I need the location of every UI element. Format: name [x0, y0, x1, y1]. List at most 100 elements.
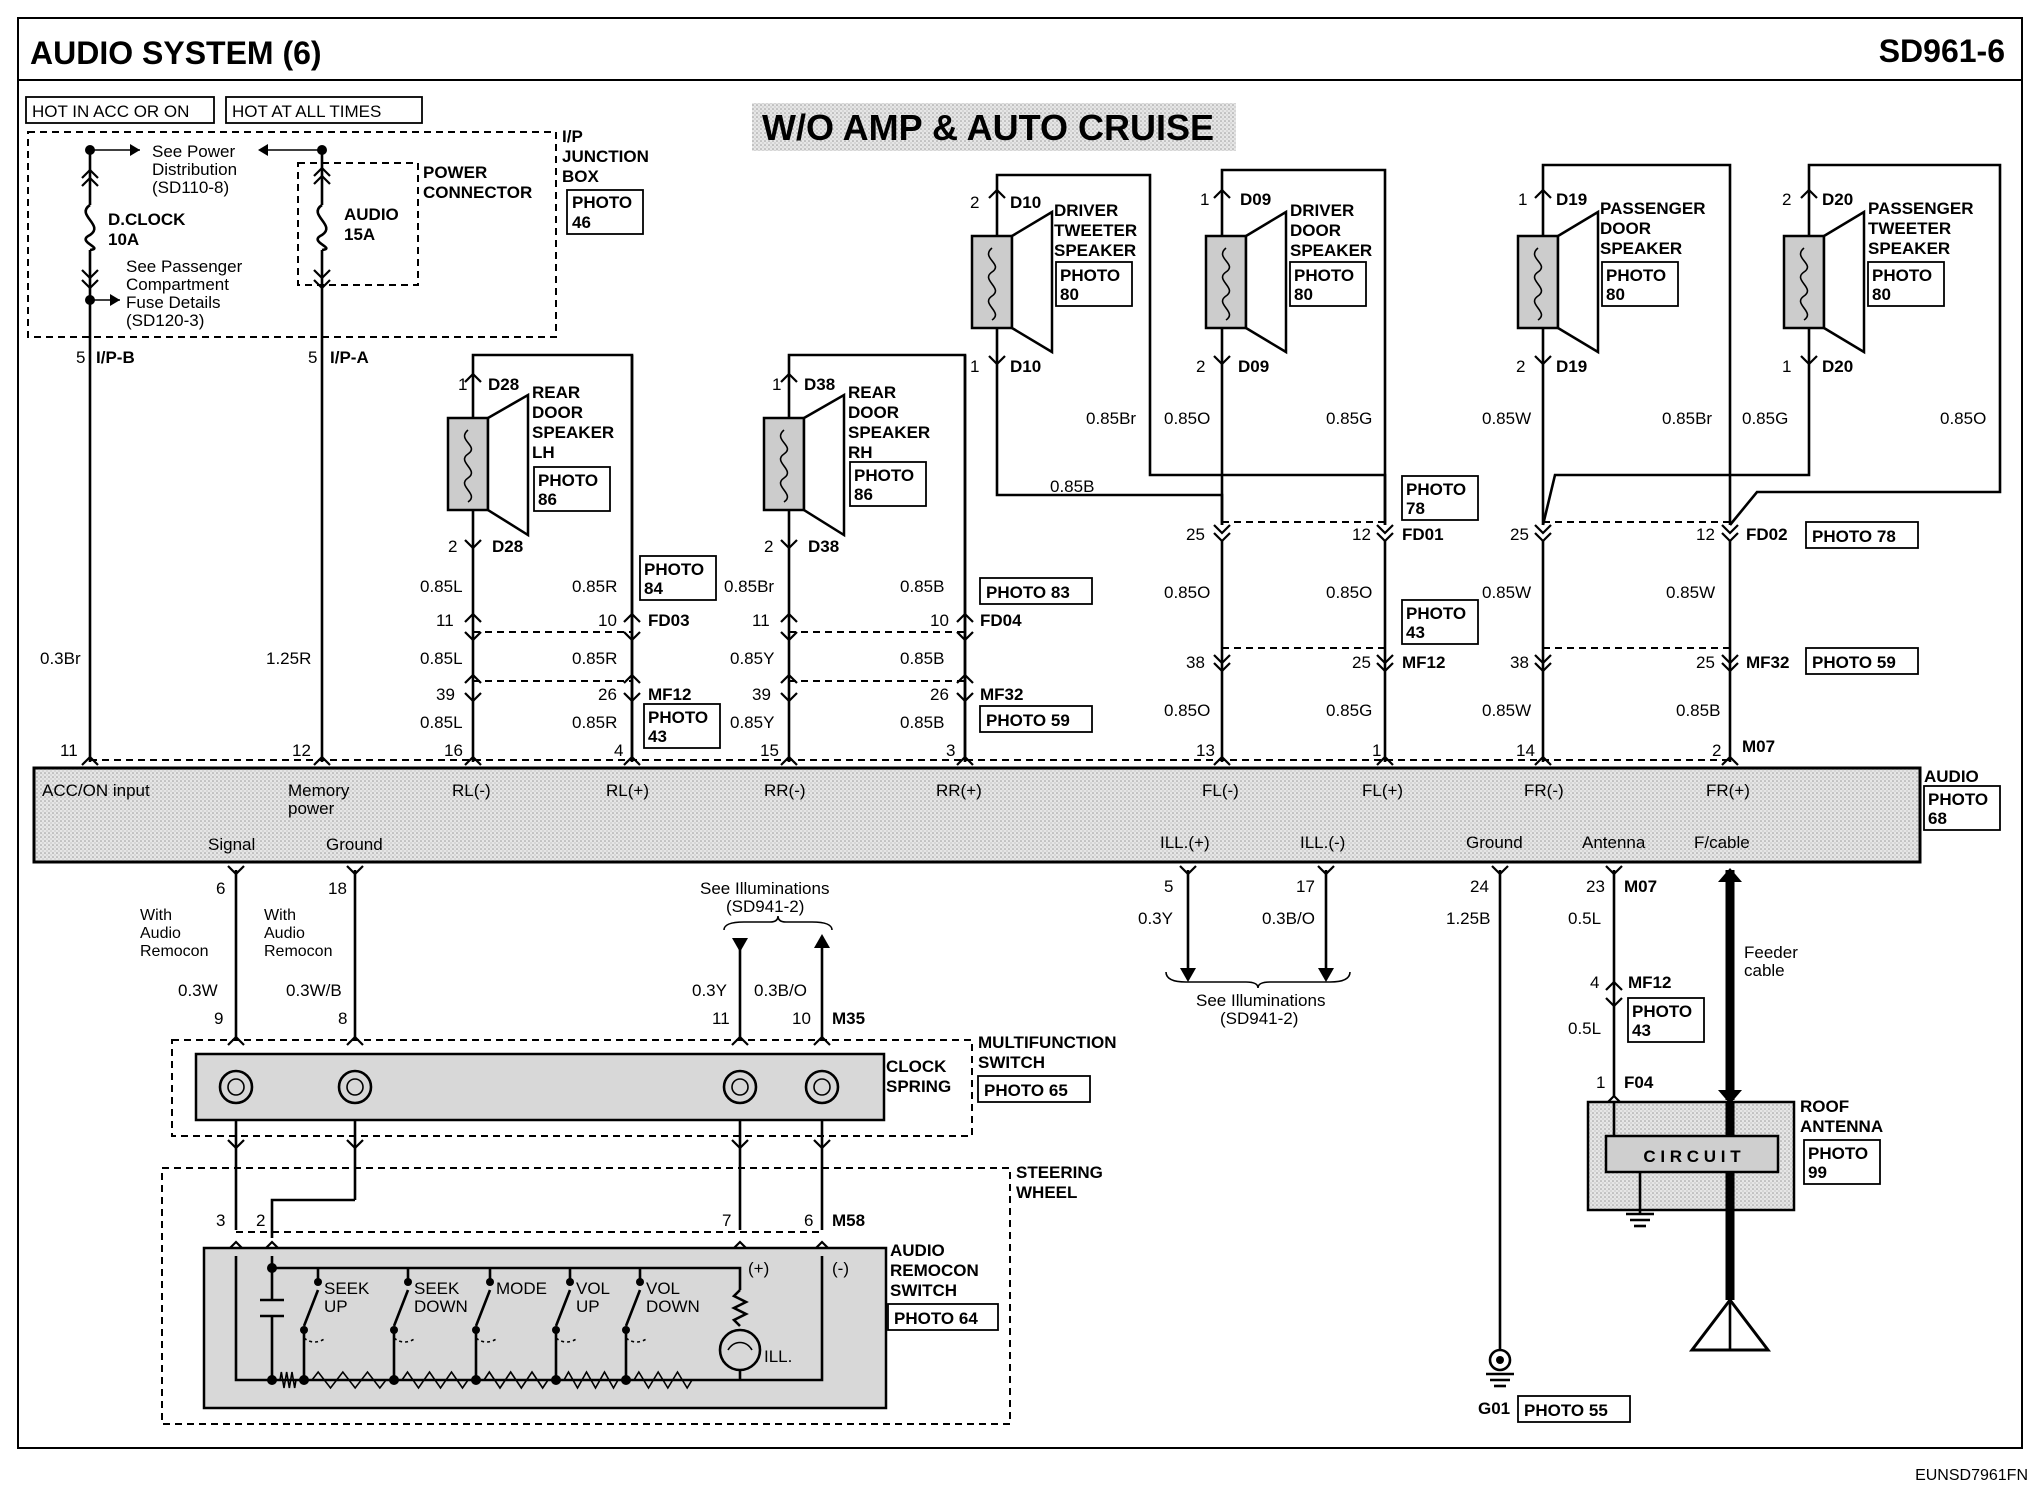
pin-24: 24 [1470, 877, 1489, 896]
pt-name-2: TWEETER [1868, 219, 1951, 238]
steering-wheel [161, 1167, 1011, 1425]
power-connector-label-1: POWER [423, 163, 487, 182]
pin-17: 17 [1296, 877, 1315, 896]
term-rr-minus: RR(-) [764, 781, 806, 800]
pd-pin-top: 1 [1518, 190, 1527, 209]
resistor-icon [279, 1371, 297, 1389]
pin-15: 15 [760, 741, 779, 760]
photo-59a: PHOTO 59 [986, 711, 1070, 730]
remocon-button-label: DOWN [646, 1297, 700, 1316]
fuse-audio-amp: 15A [344, 225, 375, 244]
multifunction-switch [171, 1039, 973, 1137]
remocon-circuit [234, 1256, 824, 1385]
pin-11: 11 [60, 741, 78, 760]
rlh-name-4: LH [532, 443, 555, 462]
pt-conn-top: D20 [1822, 190, 1853, 209]
conn-fd01: FD01 [1402, 525, 1444, 544]
speaker-rear-lh [446, 353, 634, 760]
rlh-photo-num: 86 [538, 490, 557, 509]
remocon-minus: (-) [832, 1259, 849, 1278]
rlh-pin-bot: 2 [448, 537, 457, 556]
pin-23: 23 [1586, 877, 1605, 896]
term-fl-minus: FL(-) [1202, 781, 1239, 800]
junction-title-3: BOX [562, 167, 600, 186]
w-fr-up-1: 0.85W [1482, 409, 1531, 428]
clock-spring-2: SPRING [886, 1077, 951, 1096]
dt-pin-top: 2 [970, 193, 979, 212]
pd-name-1: PASSENGER [1600, 199, 1706, 218]
conn-mf12-front: MF12 [1402, 653, 1445, 672]
w-rl-3: 0.85L [420, 713, 463, 732]
fuse-dclock-label: D.CLOCK [108, 210, 186, 229]
pd-conn-top: D19 [1556, 190, 1587, 209]
photo-59b: PHOTO 59 [1812, 653, 1896, 672]
resistor-icon [311, 1370, 387, 1390]
arrow-up-icon [814, 934, 830, 948]
term-antenna: Antenna [1582, 833, 1646, 852]
speaker-passenger-tweeter [1541, 163, 2002, 526]
conn-f04: F04 [1624, 1073, 1654, 1092]
fuse-dclock-amp: 10A [108, 230, 139, 249]
term-memory: Memory [288, 781, 350, 800]
pt-photo-num: 80 [1872, 285, 1891, 304]
dd-name-2: DOOR [1290, 221, 1341, 240]
clock-spring [194, 1052, 886, 1122]
w-fl-mid-2: 0.85O [1326, 583, 1372, 602]
with-remocon-1c: Remocon [140, 943, 208, 960]
dd-photo-num: 80 [1294, 285, 1313, 304]
pt-conn-bot: D20 [1822, 357, 1853, 376]
term-signal: Signal [208, 835, 255, 854]
remocon-title-1: AUDIO [890, 1241, 945, 1260]
w-fl-up-3: 0.85G [1326, 409, 1372, 428]
w-fl-b: 0.85B [1050, 477, 1094, 496]
w-rrp-1: 0.85B [900, 577, 944, 596]
dd-pin-bot: 2 [1196, 357, 1205, 376]
rlh-name-2: DOOR [532, 403, 583, 422]
dt-name-1: DRIVER [1054, 201, 1118, 220]
pin-fd03-11: 11 [436, 611, 454, 630]
subtitle-shade [752, 103, 1236, 151]
term-fr-plus: FR(+) [1706, 781, 1750, 800]
conn-ipa: I/P-A [330, 348, 369, 367]
photo-43b-num: 43 [1406, 623, 1425, 642]
dd-name-3: SPEAKER [1290, 241, 1372, 260]
wire-03bo-remo: 0.3B/O [754, 981, 807, 1000]
see-power-2: Distribution [152, 160, 237, 179]
see-ill-top-2: (SD941-2) [726, 897, 804, 916]
power-connector-label-2: CONNECTOR [423, 183, 532, 202]
with-remocon-1b: Audio [140, 925, 181, 942]
pd-photo: PHOTO [1606, 266, 1666, 285]
pin-6: 6 [216, 879, 225, 898]
remocon-button-label: UP [576, 1297, 600, 1316]
dt-photo: PHOTO [1060, 266, 1120, 285]
photo-55: PHOTO 55 [1524, 1401, 1608, 1420]
rrh-photo: PHOTO [854, 466, 914, 485]
pin-m35-8: 8 [338, 1009, 347, 1028]
rrh-name-1: REAR [848, 383, 896, 402]
term-ground-2: Ground [1466, 833, 1523, 852]
mfs-title-2: SWITCH [978, 1053, 1045, 1072]
front-connectors [1213, 521, 1739, 762]
w-fl-up-2: 0.85O [1164, 409, 1210, 428]
circuit-label: C I R C U I T [1643, 1147, 1741, 1166]
pin-fd03-10: 10 [598, 611, 617, 630]
fuse-audio-icon [316, 203, 328, 252]
dt-photo-num: 80 [1060, 285, 1079, 304]
w-fr-up-4: 0.85O [1940, 409, 1986, 428]
remocon-button-label: VOL [576, 1279, 610, 1298]
power-connector-box [297, 162, 419, 286]
rrh-conn-top: D38 [804, 375, 835, 394]
clock-spring-coils [218, 1069, 840, 1105]
wire-03bo: 0.3B/O [1262, 909, 1315, 928]
w-rr-1: 0.85R [572, 577, 617, 596]
term-fr-minus: FR(-) [1524, 781, 1564, 800]
audio-photo: PHOTO [1928, 790, 1988, 809]
wire-05l-1: 0.5L [1568, 909, 1601, 928]
see-ill-top-1: See Illuminations [700, 879, 829, 898]
term-fcable: F/cable [1694, 833, 1750, 852]
resistor-icon [563, 1370, 619, 1390]
photo-84: PHOTO [644, 560, 704, 579]
rlh-name-1: REAR [532, 383, 580, 402]
conn-ipb: I/P-B [96, 348, 135, 367]
coil-icon [1533, 247, 1543, 321]
